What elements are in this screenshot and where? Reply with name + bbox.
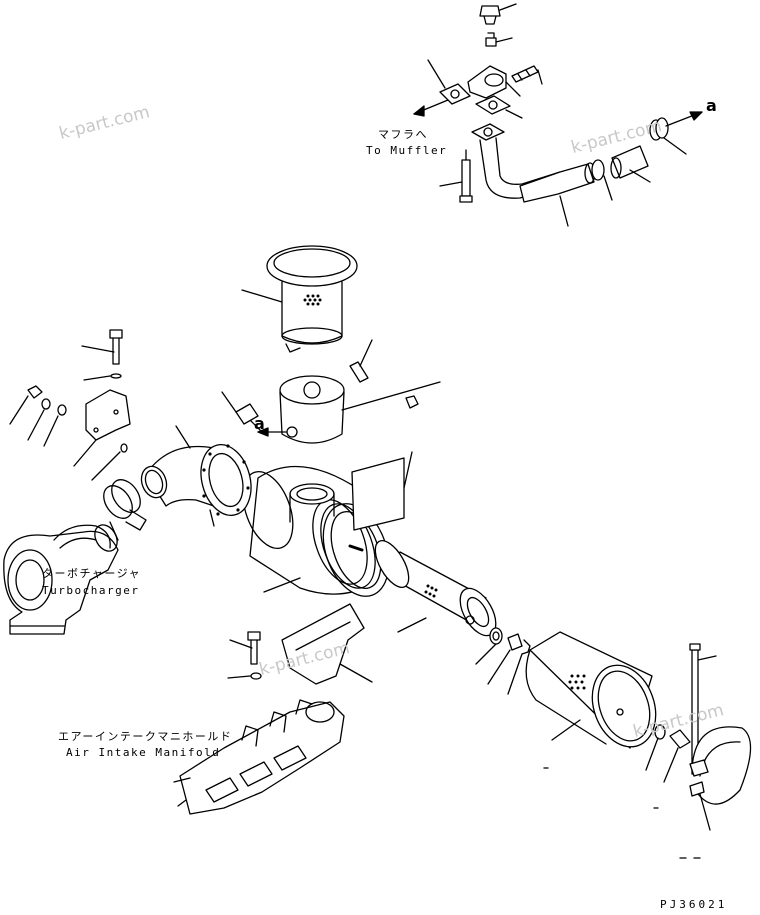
reference-mark-a: a: [254, 414, 265, 433]
blank-ref-marks: [543, 767, 701, 859]
air-cleaner-body: [242, 451, 413, 597]
clamp-rings: [103, 479, 147, 541]
precleaner-parts: [241, 245, 441, 444]
muffler-label-en: To Muffler: [366, 144, 448, 157]
mounting-bracket: [227, 603, 373, 685]
safety-element: [374, 540, 497, 637]
intake-manifold: [173, 699, 345, 815]
turbocharger-label-jp: ターボチャージャ: [42, 567, 142, 580]
manifold-label-en: Air Intake Manifold: [66, 746, 221, 759]
bracket-parts: [9, 329, 131, 481]
exhaust-cap-parts: [413, 3, 703, 227]
primary-element: [525, 631, 657, 749]
reference-mark-a: a: [706, 96, 717, 115]
intake-elbow: [140, 425, 252, 527]
connector-parts: [221, 391, 259, 425]
manifold-label-jp: エアーインテークマニホールド: [58, 730, 233, 743]
element-hardware: [475, 627, 531, 695]
muffler-label-jp: マフラへ: [378, 128, 428, 141]
turbocharger-label-en: Turbocharger: [42, 584, 140, 597]
cover-parts: [645, 643, 752, 831]
figure-code: PJ36021: [660, 898, 728, 911]
turbocharger: [3, 524, 119, 635]
